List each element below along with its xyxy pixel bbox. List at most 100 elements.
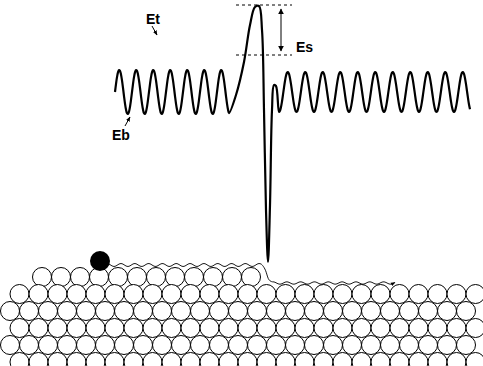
atom <box>33 268 52 287</box>
atom <box>134 302 153 321</box>
atom <box>172 302 191 321</box>
atom <box>153 336 172 355</box>
atom <box>324 302 343 321</box>
atom <box>362 302 381 321</box>
atom <box>257 353 276 366</box>
atom <box>128 268 147 287</box>
atom <box>466 285 483 304</box>
atom <box>191 336 210 355</box>
atom <box>52 268 71 287</box>
atom <box>200 319 219 338</box>
atom <box>466 353 483 366</box>
atom <box>238 285 257 304</box>
energy-label: Eb <box>112 128 130 142</box>
atom <box>181 285 200 304</box>
atom <box>428 319 447 338</box>
atom <box>276 319 295 338</box>
atom <box>295 353 314 366</box>
atom <box>371 319 390 338</box>
atom <box>457 336 476 355</box>
atom <box>238 319 257 338</box>
atom <box>286 336 305 355</box>
atom <box>223 268 242 287</box>
crystal-surface <box>1 251 483 366</box>
atom <box>77 302 96 321</box>
atom <box>20 302 39 321</box>
atom <box>257 319 276 338</box>
atom <box>305 302 324 321</box>
atom <box>109 268 128 287</box>
atom <box>219 319 238 338</box>
atom <box>295 285 314 304</box>
atom <box>295 319 314 338</box>
atom <box>447 319 466 338</box>
atom <box>238 353 257 366</box>
atom <box>200 285 219 304</box>
atom <box>105 353 124 366</box>
atom <box>210 302 229 321</box>
atom <box>343 336 362 355</box>
atom <box>124 285 143 304</box>
atom <box>390 319 409 338</box>
atom <box>248 336 267 355</box>
atom <box>210 336 229 355</box>
atom <box>143 319 162 338</box>
atom <box>29 285 48 304</box>
energy-curve <box>115 6 470 262</box>
atom <box>400 336 419 355</box>
atom <box>200 353 219 366</box>
atom <box>257 285 276 304</box>
energy-label: Es <box>296 40 313 54</box>
atom <box>286 302 305 321</box>
atom <box>86 353 105 366</box>
leader-arrow <box>152 26 157 35</box>
atom <box>438 336 457 355</box>
barrier-arrow <box>281 9 282 51</box>
atom <box>39 336 58 355</box>
atom <box>409 319 428 338</box>
atom <box>381 336 400 355</box>
diffusion-path <box>108 264 395 285</box>
atom <box>1 336 20 355</box>
atom <box>428 285 447 304</box>
atom <box>1 302 20 321</box>
atom <box>390 353 409 366</box>
leader-arrow <box>125 117 130 126</box>
atom <box>314 285 333 304</box>
atom <box>409 353 428 366</box>
atom <box>419 336 438 355</box>
atom <box>400 302 419 321</box>
atom <box>96 302 115 321</box>
atom <box>219 285 238 304</box>
atom <box>58 336 77 355</box>
atom <box>352 285 371 304</box>
atom <box>204 268 223 287</box>
atom <box>324 336 343 355</box>
atom <box>343 302 362 321</box>
atom <box>67 319 86 338</box>
atom <box>58 302 77 321</box>
potential-curve <box>115 6 470 262</box>
atom <box>352 319 371 338</box>
atom <box>333 319 352 338</box>
atom <box>67 353 86 366</box>
atom <box>191 302 210 321</box>
atom <box>153 302 172 321</box>
atom <box>466 319 483 338</box>
atom <box>267 302 286 321</box>
atom <box>371 285 390 304</box>
atom <box>162 353 181 366</box>
atom <box>86 285 105 304</box>
atom <box>48 353 67 366</box>
atom <box>428 353 447 366</box>
atom <box>352 353 371 366</box>
atom <box>10 353 29 366</box>
atom <box>143 285 162 304</box>
atom <box>124 353 143 366</box>
atom <box>115 302 134 321</box>
atom <box>276 353 295 366</box>
atom <box>447 353 466 366</box>
atom <box>438 302 457 321</box>
adatom <box>90 251 110 271</box>
